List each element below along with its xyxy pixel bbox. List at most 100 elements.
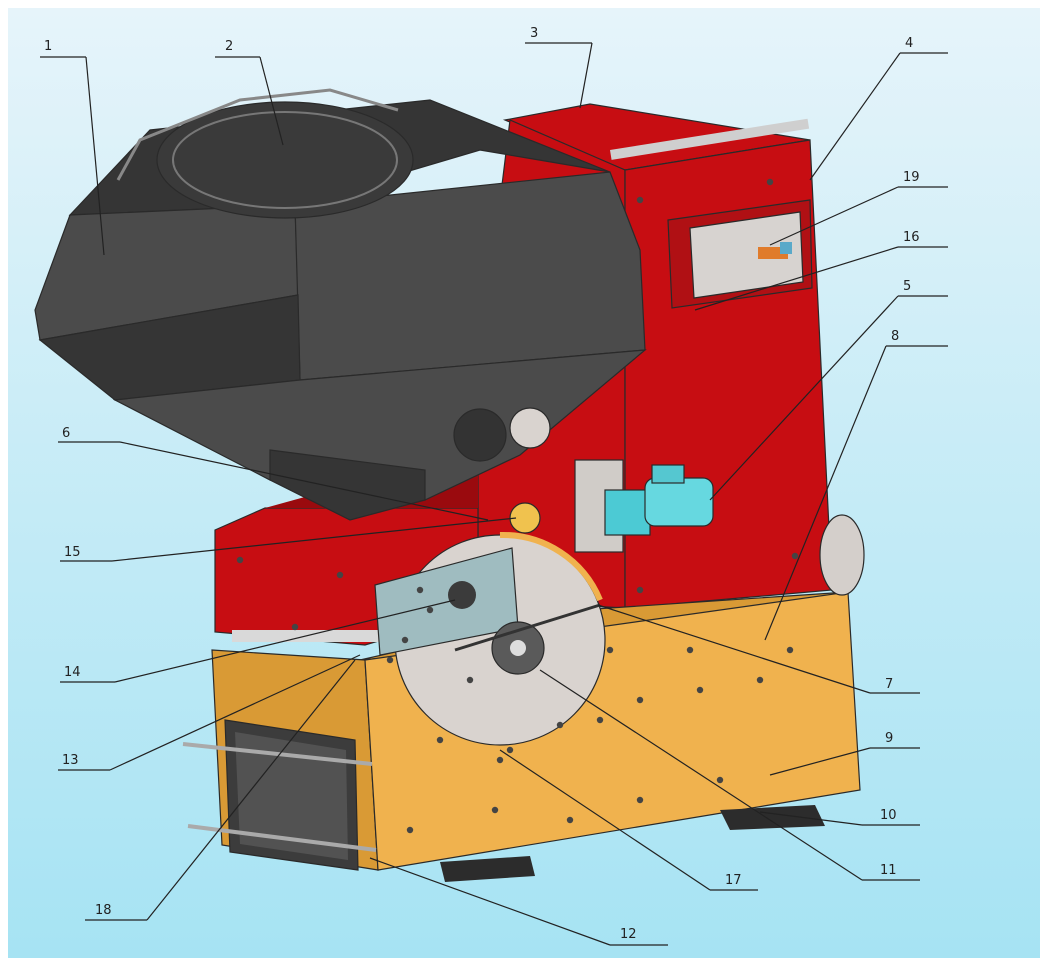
callout-12-label: 12 <box>620 927 637 942</box>
bolt-26 <box>636 796 644 804</box>
bolt-6 <box>791 552 799 560</box>
bolt-5 <box>636 196 644 204</box>
callout-2-label: 2 <box>225 39 233 54</box>
hopper-lid-ring <box>172 111 398 209</box>
callout-13-leader <box>109 654 361 771</box>
back-fan-housing <box>819 514 865 596</box>
callout-8-leader <box>764 345 887 641</box>
callout-17: 17 <box>499 749 758 891</box>
callout-8-label: 8 <box>891 329 899 344</box>
callout-6-label: 6 <box>62 426 70 441</box>
callout-17-label: 17 <box>725 873 742 888</box>
callout-9-leader <box>769 747 871 776</box>
callout-2-leader <box>259 56 284 146</box>
gauge-15 <box>509 502 541 534</box>
base-foot-front <box>440 856 535 882</box>
bolt-16 <box>686 646 694 654</box>
bolt-18 <box>606 646 614 654</box>
callout-11-leader <box>539 669 863 881</box>
bolt-22 <box>556 721 564 729</box>
callout-15-leader <box>111 517 517 562</box>
bolt-2 <box>336 571 344 579</box>
callout-4-label: 4 <box>905 36 913 51</box>
hopper-neck <box>269 449 426 521</box>
bolt-14 <box>696 686 704 694</box>
callout-7-label: 7 <box>885 677 893 692</box>
callout-12: 12 <box>369 857 668 946</box>
hopper-lid-handle <box>116 88 399 181</box>
callout-10-label: 10 <box>880 808 897 823</box>
callout-16-leader <box>694 246 899 311</box>
bolt-13 <box>636 696 644 704</box>
callout-11-label: 11 <box>880 863 897 878</box>
bolt-21 <box>436 736 444 744</box>
sprocket-11-hub <box>510 640 526 656</box>
bolt-pattern <box>236 178 799 834</box>
callout-14: 14 <box>60 599 456 683</box>
callout-4: 4 <box>809 36 948 181</box>
callout-17-leader <box>499 749 711 891</box>
disc-orange-rim <box>499 531 603 602</box>
control-screen <box>689 211 804 299</box>
callout-6-leader <box>119 441 489 521</box>
callout-19-leader <box>769 186 899 246</box>
pulley-hub <box>509 407 551 449</box>
callout-16-label: 16 <box>903 230 920 245</box>
callout-18-label: 18 <box>95 903 112 918</box>
pulley-wheel <box>453 408 507 462</box>
callout-14-leader <box>114 599 456 683</box>
bolt-3 <box>291 623 299 631</box>
motor-terminal-box <box>651 464 685 484</box>
callout-1-leader <box>85 56 105 256</box>
callout-9-label: 9 <box>885 731 893 746</box>
chain-arm <box>454 603 601 652</box>
bolt-28 <box>496 756 504 764</box>
knob-14 <box>448 581 476 609</box>
motor-gearbox <box>604 489 651 536</box>
motor-body <box>644 477 714 527</box>
gear-motor <box>574 459 714 553</box>
bolt-7 <box>636 586 644 594</box>
callout-3-leader <box>579 42 593 109</box>
bolt-19 <box>466 676 474 684</box>
callout-18: 18 <box>85 659 356 921</box>
callout-8: 8 <box>764 329 948 641</box>
callout-6: 6 <box>58 426 489 521</box>
callout-19: 19 <box>769 170 948 246</box>
bolt-20 <box>506 746 514 754</box>
hopper-lid-2 <box>156 101 414 219</box>
callout-13-label: 13 <box>62 753 79 768</box>
callout-5-leader <box>709 295 899 501</box>
bolt-15 <box>756 676 764 684</box>
callout-11: 11 <box>539 669 920 881</box>
bolt-12 <box>596 716 604 724</box>
callout-5: 5 <box>709 279 948 501</box>
bolt-27 <box>716 776 724 784</box>
callout-1-label: 1 <box>44 39 52 54</box>
ash-door <box>182 719 377 871</box>
callout-5-label: 5 <box>903 279 911 294</box>
callout-13: 13 <box>58 654 361 771</box>
callout-15: 15 <box>60 517 517 562</box>
callout-16: 16 <box>694 230 948 311</box>
control-panel <box>667 199 813 309</box>
bolt-24 <box>566 816 574 824</box>
door-handle-upper <box>182 742 373 766</box>
callout-14-label: 14 <box>64 665 81 680</box>
bolt-1 <box>236 556 244 564</box>
bolt-10 <box>386 656 394 664</box>
callout-4-leader <box>809 52 901 181</box>
callout-1: 1 <box>40 39 105 256</box>
bolt-25 <box>406 826 414 834</box>
bolt-11 <box>401 636 409 644</box>
callout-2: 2 <box>215 39 284 146</box>
callout-12-leader <box>369 857 611 946</box>
base-foot-right <box>720 805 825 830</box>
callout-7: 7 <box>597 604 920 694</box>
callout-10-leader <box>759 811 863 826</box>
bolt-4 <box>766 178 774 186</box>
bolt-23 <box>491 806 499 814</box>
